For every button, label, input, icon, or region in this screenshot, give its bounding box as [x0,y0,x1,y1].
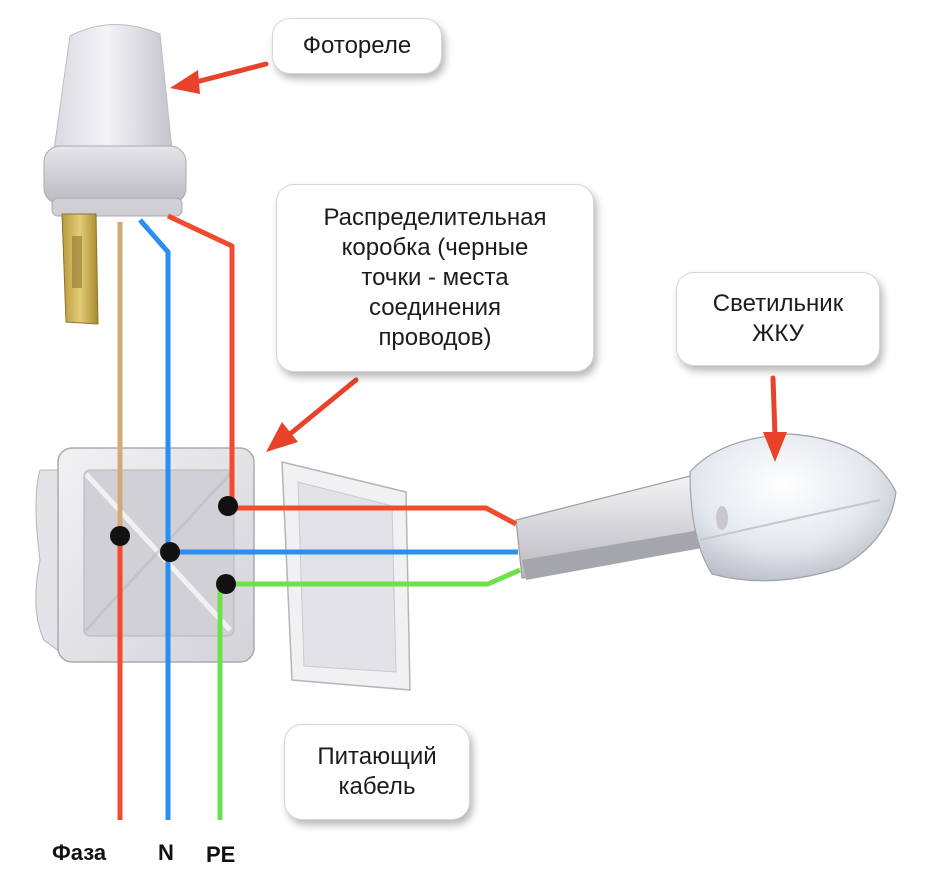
junction-dot-earth [216,574,236,594]
junction-dot-phase-relay [110,526,130,546]
earth-wire [217,567,522,820]
junction-dot-phase-lamp [218,496,238,516]
photorelay-callout: Фотореле [272,18,442,74]
neutral-wire-label: N [158,840,174,865]
junction-box-label: Распределительная коробка (черные точки … [323,204,547,351]
arrow [170,61,269,94]
junction-box [35,447,411,691]
lamp-callout: Светильник ЖКУ [676,272,880,366]
neutral-wire [138,218,518,820]
arrow [763,375,787,462]
earth-wire-label: PE [206,842,236,867]
junction-dot-neutral [160,542,180,562]
street-lamp [515,433,897,582]
supply-cable-label: Питающий кабель [317,743,437,800]
arrow [266,377,359,452]
phase-wire-label: Фаза [52,840,107,865]
lamp-label: Светильник ЖКУ [712,290,844,347]
supply-cable-callout: Питающий кабель [284,724,470,820]
photorelay-device [43,24,187,325]
junction-box-callout: Распределительная коробка (черные точки … [276,184,594,372]
photorelay-label: Фотореле [302,32,412,59]
